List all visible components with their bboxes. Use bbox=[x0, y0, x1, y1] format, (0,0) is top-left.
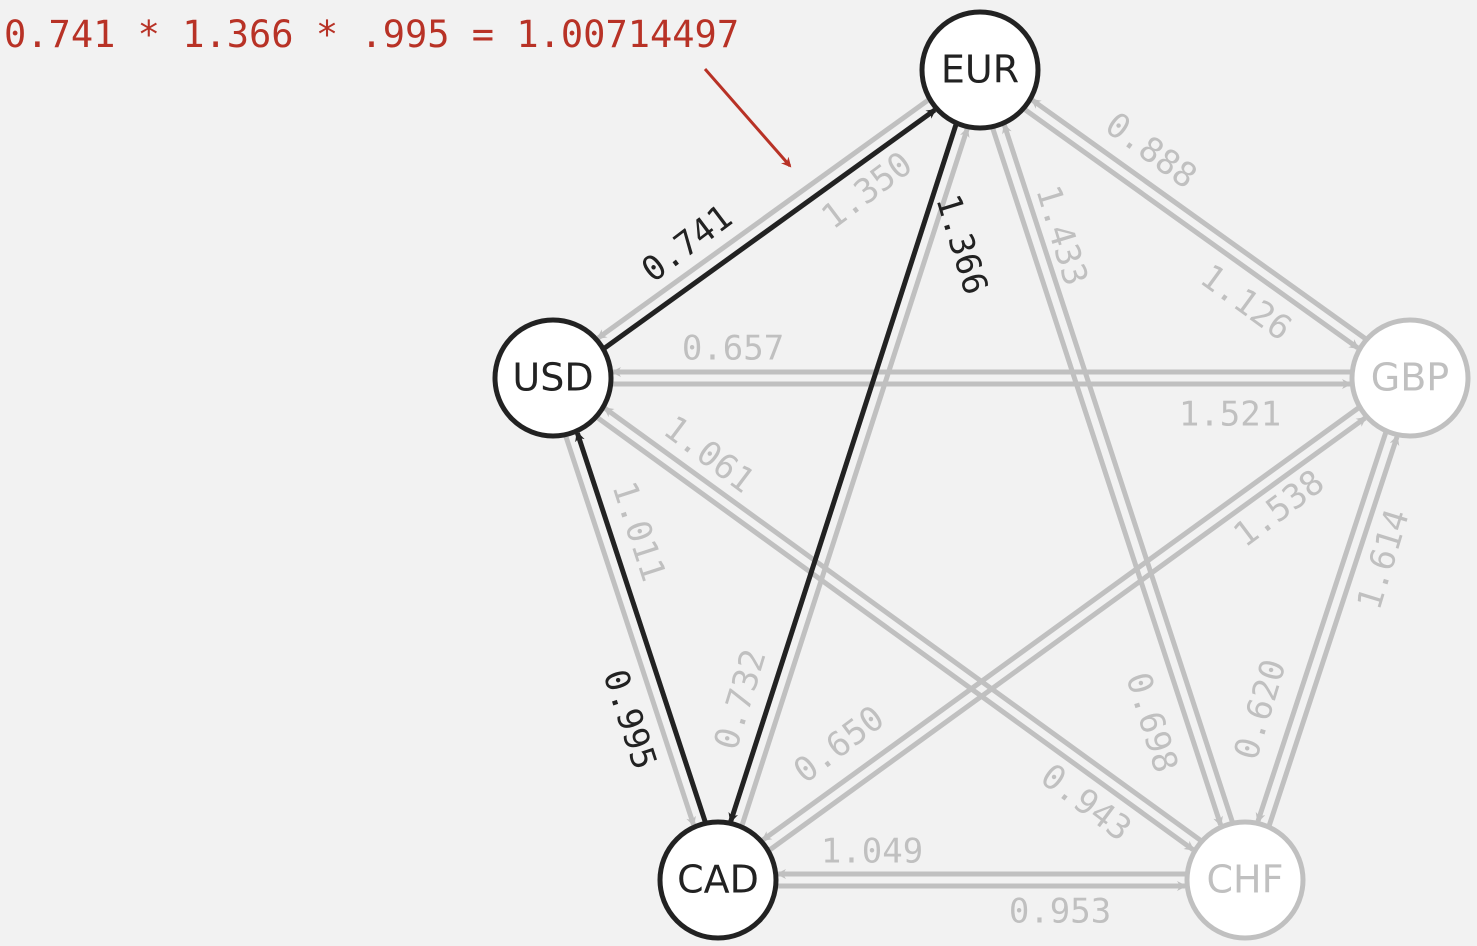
edge-usd-chf bbox=[594, 414, 1195, 852]
node-circle-eur bbox=[919, 9, 1041, 131]
edge-label-cad-usd: 0.995 bbox=[595, 665, 665, 775]
edge-cad-usd bbox=[575, 431, 708, 824]
edge-label-chf-gbp: 1.614 bbox=[1349, 505, 1417, 615]
node-eur: EUR bbox=[919, 9, 1041, 131]
node-circle-usd bbox=[492, 317, 614, 439]
edges-muted-layer bbox=[563, 97, 1400, 891]
node-label-usd: USD bbox=[512, 356, 593, 400]
edge-eur-chf bbox=[989, 126, 1223, 827]
node-label-cad: CAD bbox=[677, 858, 759, 902]
edge-label-usd-gbp: 0.657 bbox=[682, 329, 784, 369]
edge-label-chf-cad: 0.953 bbox=[1009, 892, 1111, 932]
node-usd: USD bbox=[492, 317, 614, 439]
node-circle-gbp bbox=[1349, 317, 1471, 439]
edge-gbp-cad bbox=[761, 405, 1361, 842]
edge-label-eur-cad: 1.366 bbox=[927, 190, 995, 300]
edge-gbp-chf bbox=[1255, 430, 1389, 823]
node-circle-chf bbox=[1184, 819, 1306, 941]
edge-chf-usd bbox=[603, 406, 1204, 844]
edge-gbp-eur bbox=[1030, 98, 1368, 342]
edge-eur-usd bbox=[596, 97, 931, 341]
edge-label-cad-eur: 0.732 bbox=[706, 645, 774, 755]
edge-label-usd-cad: 1.011 bbox=[604, 477, 674, 587]
node-chf: CHF bbox=[1184, 819, 1306, 941]
node-circle-cad bbox=[657, 819, 779, 941]
edge-label-eur-chf: 1.433 bbox=[1027, 181, 1095, 291]
node-label-eur: EUR bbox=[941, 48, 1019, 92]
edge-label-gbp-cad: 0.650 bbox=[786, 698, 892, 792]
node-label-gbp: GBP bbox=[1371, 356, 1449, 400]
edge-usd-cad bbox=[563, 434, 696, 827]
edge-chf-eur bbox=[1002, 123, 1236, 824]
edges-highlighted-layer bbox=[575, 107, 959, 824]
edge-cad-gbp bbox=[767, 416, 1367, 853]
formula-pointer-arrow bbox=[703, 68, 792, 168]
edge-label-gbp-usd: 1.521 bbox=[1179, 395, 1281, 435]
edge-usd-eur bbox=[602, 107, 937, 351]
cycle-product-formula: 0.741 * 1.366 * .995 = 1.00714497 bbox=[4, 13, 739, 56]
edge-label-cad-chf: 1.049 bbox=[821, 832, 923, 872]
edge-cad-eur bbox=[739, 126, 970, 828]
nodes-layer: EUR USD GBP CAD CHF bbox=[492, 9, 1471, 941]
edge-eur-gbp bbox=[1022, 106, 1360, 350]
node-gbp: GBP bbox=[1349, 317, 1471, 439]
edge-eur-cad bbox=[728, 122, 959, 824]
edge-chf-gbp bbox=[1266, 435, 1400, 828]
node-cad: CAD bbox=[657, 819, 779, 941]
node-label-chf: CHF bbox=[1207, 858, 1284, 902]
